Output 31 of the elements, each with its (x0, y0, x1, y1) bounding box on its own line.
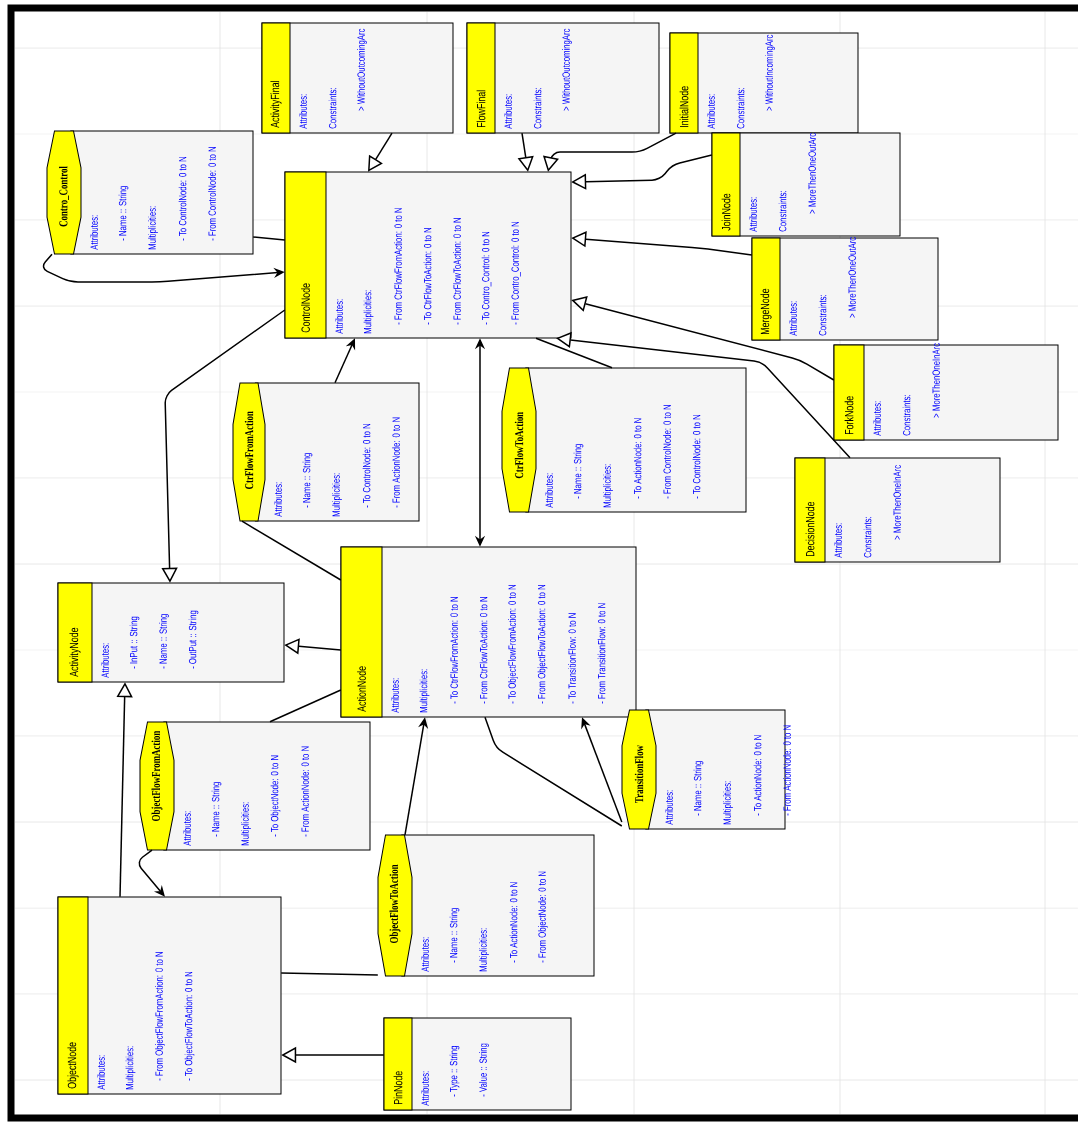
class-box: InitialNode Attributes: Constraints: > WithoutIncomingArc (669, 32, 859, 134)
class-box: ActivityNode Attributes: - InPut :: String - Name :: String - OutPut :: String (57, 582, 285, 683)
connector-line (535, 337, 613, 369)
class-box: CtrFlowFromAction Attributes: - Name :: String Multiplicities: - To ControlNode: 0 to N - From ActionNode: 0 to N (232, 382, 420, 522)
arrow (138, 849, 165, 897)
class-box: MergeNode Attributes: Constraints: > MoreThenOneOutArc (751, 237, 939, 341)
connector-line (241, 520, 342, 581)
class-box: Contro_Control Attributes: - Name :: String Multiplicities: - To ControlNode: 0 to N - From ControlNode: 0 to N (46, 130, 254, 255)
connector-line (484, 716, 623, 827)
connector-line (280, 972, 379, 976)
class-box: ActionNode Attributes: Multiplicities: - To CtrFlowFromAction: 0 to N - From CtrFlowToAction: 0 to N - To ObjectFlowFromAction: 0 to N - From ObjectFlowToAction: 0 to N - To TransitionFlow: 0 to N - From TransitionFlow: 0 to N (340, 546, 637, 718)
node-label: Contro_Control (59, 166, 69, 227)
class-box: JoinNode Attributes: Constraints: > MoreThenOneOutArc (711, 132, 901, 237)
class-box: ControlNode Attributes: Multiplicities: - From CtrFlowFromAction: 0 to N - To CtrFlowToAction: 0 to N - From CtrFlowToAction: 0 to N - To Contro_Control: 0 to N - From Contro_Control: 0 to N (284, 171, 572, 339)
node-label: ObjectFlowToAction (389, 864, 401, 944)
class-box: CtrFlowToAction Attributes: - Name :: String Multiplicities: - To ActionNode: 0 to N - From ControlNode: 0 to N - To ControlNode: 0 to N (501, 367, 747, 513)
class-box: ObjectFlowFromAction Attributes: - Name :: String Multiplicities: - To ObjectNode: 0 to N - From ActionNode: 0 to N (139, 721, 371, 851)
node-label: CtrFlowToAction (514, 411, 524, 479)
connector-line (269, 689, 342, 723)
node-label: CtrFlowFromAction (244, 411, 254, 489)
connector-line (252, 236, 286, 241)
class-box: ObjectFlowToAction Attributes: - Name :: String Multiplicities: - To ActionNode: 0 to N - From ObjectNode: 0 to N (377, 834, 595, 977)
class-box: ForkNode Attributes: Constraints: > MoreThenOneInArc (833, 343, 1059, 441)
class-box: FlowFinal Attributes: Constraints: > WithoutOutcomingArc (466, 22, 660, 134)
class-box: ObjectNode Attributes: Multiplicities: - From ObjectFlowFromAction: 0 to N - To ObjectFlowToAction: 0 to N (57, 896, 282, 1095)
class-box: DecisionNode Attributes: Constraints: > MoreThenOneInArc (794, 457, 1001, 563)
class-box: PinNode Attributes: - Type :: String - Value :: String (383, 1017, 572, 1111)
arrow (368, 132, 393, 172)
node-label: TransitionFlow (634, 745, 644, 803)
node-label: ObjectFlowFromAction (151, 730, 163, 821)
class-box: ActivityFinal Attributes: Constraints: > WithoutOutcomingArc (261, 22, 454, 134)
